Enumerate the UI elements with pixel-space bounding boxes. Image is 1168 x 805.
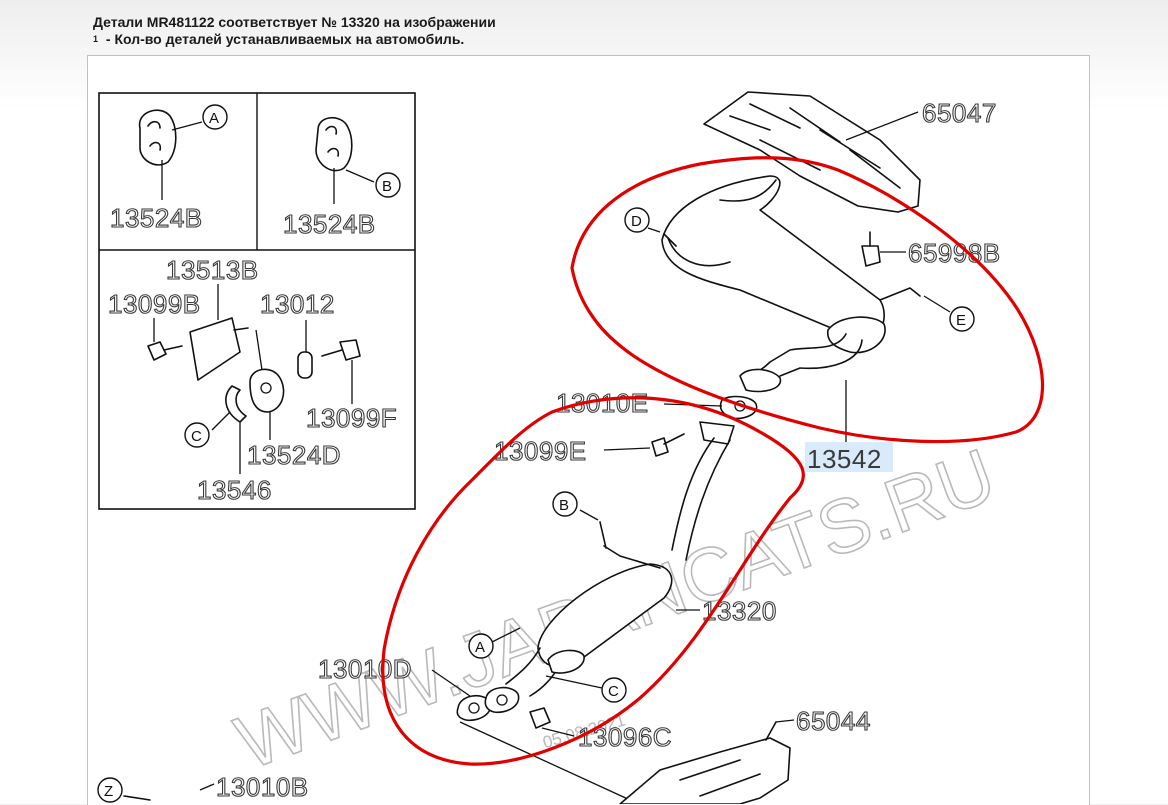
highlight-loop-13320 bbox=[381, 396, 805, 766]
bushing-13012[interactable] bbox=[297, 320, 313, 379]
ref-z: Z bbox=[97, 777, 151, 803]
note-superscript: 1 bbox=[93, 34, 99, 44]
label-13010E[interactable]: 13010E bbox=[555, 387, 649, 418]
ref-letter-c: C bbox=[191, 428, 202, 445]
label-13524B-b[interactable]: 13524B bbox=[282, 208, 376, 239]
header-title: Детали MR481122 соответствует № 13320 на… bbox=[93, 14, 496, 30]
highlight-loop-13542 bbox=[570, 156, 1044, 444]
ref-letter-c2: C bbox=[608, 683, 619, 700]
ref-letter-a: A bbox=[209, 110, 219, 127]
ref-letter-b2: B bbox=[559, 497, 569, 514]
bolt-13099E[interactable] bbox=[603, 433, 685, 457]
label-13524B-a[interactable]: 13524B bbox=[109, 202, 203, 233]
inset-box bbox=[98, 92, 416, 510]
hanger-13524B-a[interactable]: A bbox=[138, 104, 228, 200]
rubber-13524D[interactable] bbox=[249, 329, 285, 440]
bolt-13099F[interactable] bbox=[321, 339, 361, 404]
ref-circle-e bbox=[949, 306, 975, 332]
bracket-13513B[interactable] bbox=[189, 284, 249, 381]
ref-circle-d bbox=[624, 207, 650, 233]
label-13010D[interactable]: 13010D bbox=[317, 653, 412, 684]
bolt-65998B[interactable] bbox=[861, 231, 906, 267]
ref-circle-a2 bbox=[468, 633, 494, 659]
nut-13096C[interactable] bbox=[459, 707, 631, 801]
ref-circle-b2 bbox=[552, 491, 578, 517]
ref-letter-a2: A bbox=[475, 639, 485, 656]
ref-circle-a bbox=[202, 104, 228, 130]
ref-circle-c bbox=[184, 422, 210, 448]
label-13012[interactable]: 13012 bbox=[259, 288, 335, 319]
clip-13546[interactable]: C bbox=[184, 385, 247, 474]
label-13010B[interactable]: 13010B bbox=[215, 771, 309, 802]
hanger-13524B-b[interactable]: B bbox=[315, 117, 401, 204]
ref-letter-e: E bbox=[956, 312, 966, 329]
label-65044[interactable]: 65044 bbox=[795, 705, 871, 736]
center-pipe-13320[interactable]: B A C bbox=[468, 421, 735, 703]
page-header: Детали MR481122 соответствует № 13320 на… bbox=[93, 14, 496, 48]
label-13513B[interactable]: 13513B bbox=[165, 254, 259, 285]
label-65047[interactable]: 65047 bbox=[921, 97, 997, 128]
main-muffler-13542[interactable]: D E bbox=[624, 175, 975, 448]
bolt-13099B[interactable] bbox=[147, 318, 183, 361]
selected-label-bg bbox=[805, 442, 893, 472]
label-13099F[interactable]: 13099F bbox=[305, 402, 397, 433]
label-13542[interactable]: 13542 bbox=[807, 444, 882, 474]
label-65998B[interactable]: 65998B bbox=[907, 237, 1001, 268]
ref-letter-z: Z bbox=[104, 783, 113, 800]
ref-letter-d: D bbox=[631, 213, 642, 230]
label-13099B[interactable]: 13099B bbox=[107, 288, 201, 319]
header-note: 1 - Кол-во деталей устанавливаемых на ав… bbox=[93, 31, 496, 48]
label-13099E[interactable]: 13099E bbox=[493, 435, 587, 466]
heat-shield-65044[interactable] bbox=[619, 719, 795, 804]
label-13524D[interactable]: 13524D bbox=[246, 439, 341, 470]
gasket-13010D[interactable] bbox=[431, 669, 520, 722]
ref-circle-c2 bbox=[601, 677, 627, 703]
label-13096C[interactable]: 13096C bbox=[577, 721, 672, 752]
label-13546[interactable]: 13546 bbox=[196, 474, 272, 505]
ref-letter-b: B bbox=[382, 178, 392, 195]
ref-circle-b bbox=[375, 172, 401, 198]
note-text: - Кол-во деталей устанавливаемых на авто… bbox=[102, 31, 465, 47]
diagram-panel bbox=[87, 55, 1090, 805]
